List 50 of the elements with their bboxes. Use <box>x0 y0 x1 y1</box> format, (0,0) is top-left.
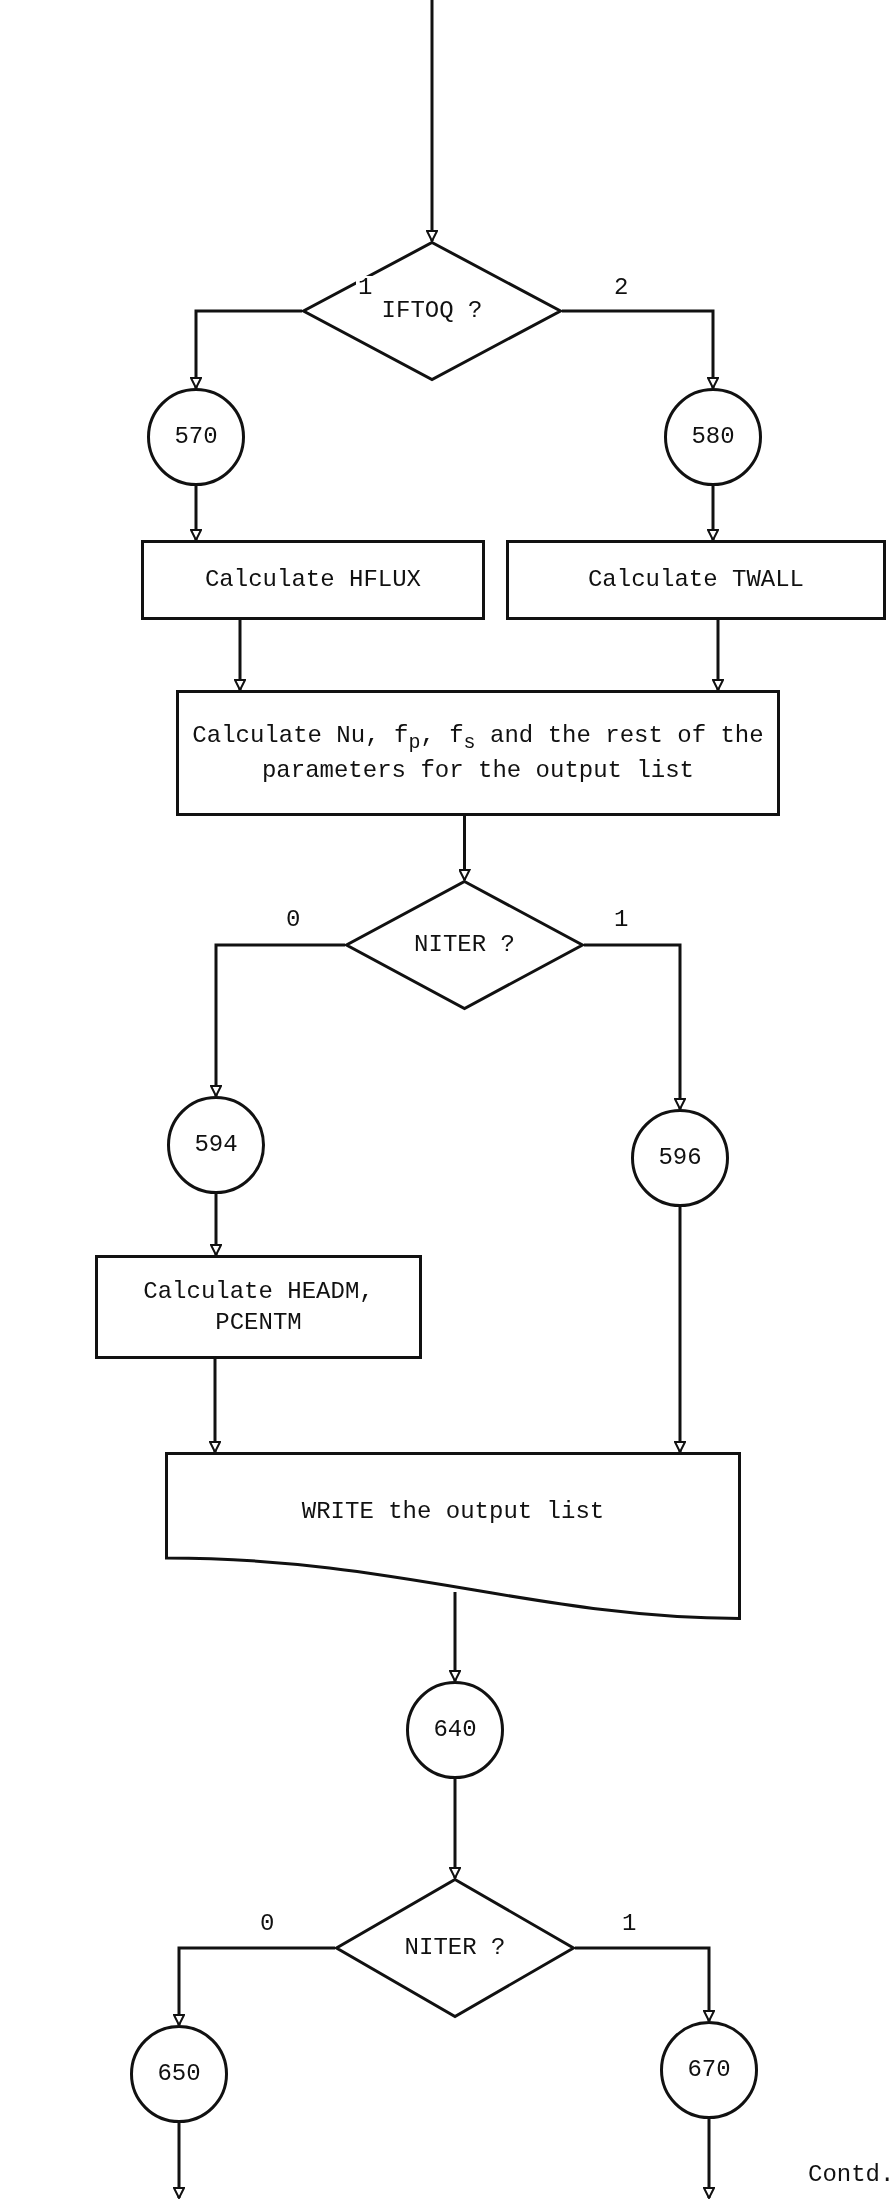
node-text: 596 <box>658 1143 702 1174</box>
process-box <box>95 1255 422 1359</box>
document-shape <box>165 1452 741 1620</box>
connector-circle <box>130 2025 228 2123</box>
node-text: NITER ? <box>404 1933 506 1964</box>
connector-circle <box>406 1681 504 1779</box>
node-text: WRITE the output list <box>301 1497 605 1527</box>
arrow <box>209 1359 221 1453</box>
arrow <box>426 0 438 242</box>
connector-circle <box>660 2021 758 2119</box>
node-text: Calculate TWALL <box>587 565 804 596</box>
arrow <box>210 943 345 1097</box>
node-text: Calculate Nu, f$_{p}$, f$_{s}$ and the rest of the parameters for the output list <box>191 720 765 787</box>
arrow <box>173 1946 335 2026</box>
connector-circle <box>167 1096 265 1194</box>
arrow <box>712 620 724 691</box>
process-box <box>176 690 780 816</box>
arrow <box>707 486 719 541</box>
arrow <box>173 2123 185 2199</box>
node-text: 580 <box>691 422 735 453</box>
arrow <box>234 620 246 691</box>
node-text: 570 <box>174 422 218 453</box>
connector-circle <box>664 388 762 486</box>
arrow <box>210 1194 222 1256</box>
decision-diamond <box>302 241 562 381</box>
arrow <box>575 1946 715 2022</box>
arrow <box>449 1779 461 1879</box>
connector-circle <box>147 388 245 486</box>
decision-diamond <box>335 1878 575 2018</box>
node-text: Calculate HEADM, PCENTM <box>142 1276 375 1338</box>
node-text: 594 <box>194 1130 238 1161</box>
arrow <box>562 309 719 389</box>
connector-circle <box>631 1109 729 1207</box>
node-text: Calculate HFLUX <box>204 565 421 596</box>
arrow <box>449 1592 461 1682</box>
node-text: 640 <box>433 1715 477 1746</box>
arrow <box>674 1207 686 1453</box>
arrow <box>190 309 302 389</box>
arrow <box>458 816 471 881</box>
node-text: 670 <box>687 2055 731 2086</box>
node-text: 650 <box>157 2059 201 2090</box>
node-text: IFTOQ ? <box>381 296 483 327</box>
process-box <box>141 540 485 620</box>
note-text: Contd. <box>808 2163 893 2187</box>
arrow <box>584 943 686 1110</box>
node-text: NITER ? <box>414 930 515 961</box>
process-box <box>506 540 886 620</box>
arrow <box>703 2119 715 2199</box>
arrow <box>190 486 202 541</box>
decision-diamond <box>345 880 584 1010</box>
